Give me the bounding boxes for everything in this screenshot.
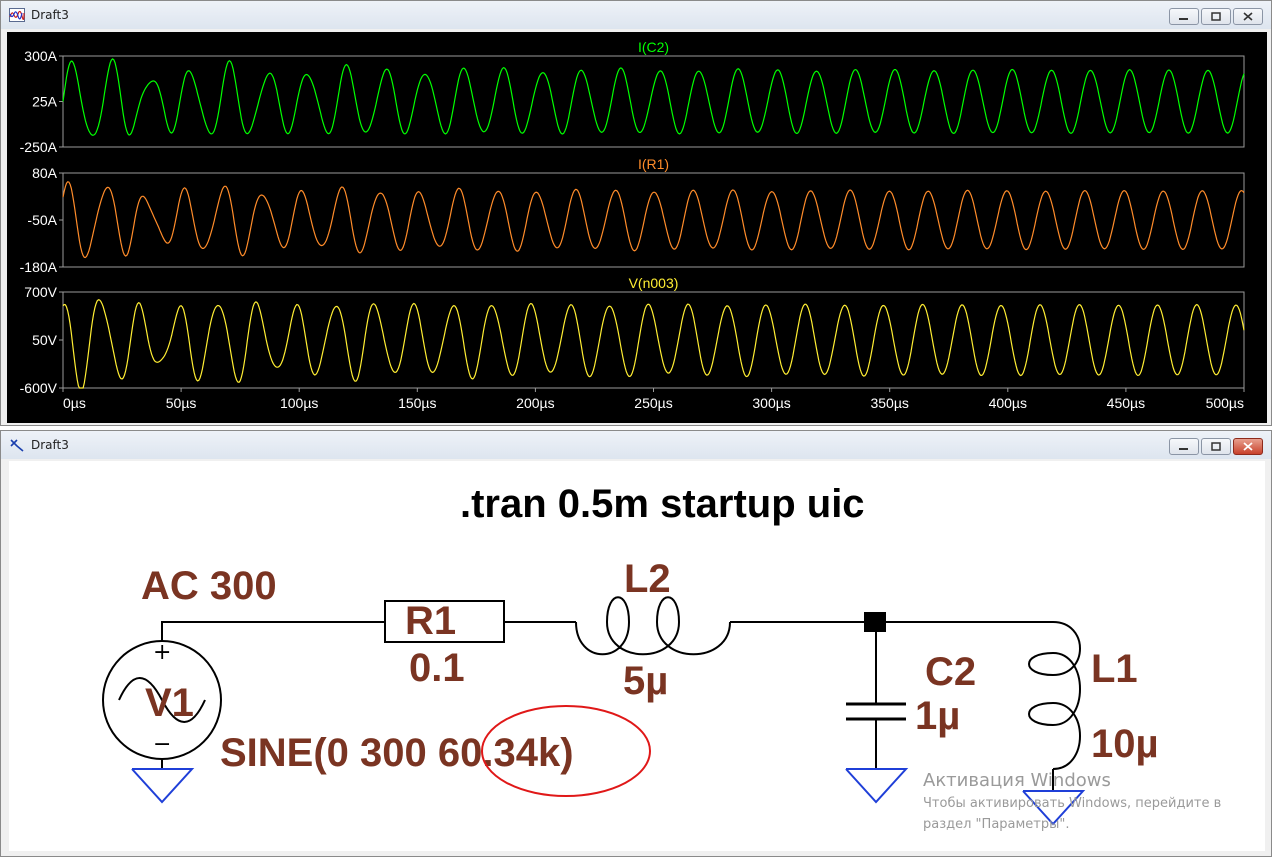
capacitor-c2[interactable] [846,702,906,721]
schematic-window: Draft3 [0,430,1272,857]
inductor-l2[interactable] [575,596,731,656]
x-tick-label: 50µs [166,395,197,411]
x-tick-label: 200µs [516,395,554,411]
minimize-icon [1179,448,1188,450]
r1-value-label[interactable]: 0.1 [409,646,465,690]
source-value-prefix: SINE(0 300 [220,731,438,775]
x-tick-label: 100µs [280,395,318,411]
waveform-titlebar[interactable]: Draft3 [1,1,1271,29]
voltage-source-v1[interactable]: + − [102,640,222,760]
c2-name-label[interactable]: C2 [925,650,976,694]
trace-label: I(C2) [638,39,669,55]
close-icon [1243,12,1253,21]
y-tick-label: 25A [32,94,58,110]
restore-button[interactable] [1201,438,1231,455]
y-tick-label: -180A [20,259,58,275]
x-tick-label: 500µs [1206,395,1244,411]
y-tick-label: -600V [20,380,58,396]
y-tick-label: 50V [32,332,58,348]
r1-name-label[interactable]: R1 [405,599,456,643]
x-tick-label: 250µs [634,395,672,411]
l2-value-label[interactable]: 5µ [623,659,668,703]
schematic-titlebar[interactable]: Draft3 [1,431,1271,459]
minimize-button[interactable] [1169,438,1199,455]
ground-symbol [131,768,195,804]
plot-pane-frame[interactable] [62,55,1245,148]
trace-line-I(C2)[interactable] [62,58,1245,136]
highlight-ellipse [481,705,651,797]
x-tick-label: 0µs [63,395,86,411]
inductor-l1[interactable] [1028,621,1081,770]
waveform-chart[interactable]: I(C2) 300A 25A -250A I(R1) 80A -50A -180A V(n003… [7,32,1267,423]
waveform-app-icon [9,8,25,22]
plot-pane-frame[interactable] [62,291,1245,389]
close-icon [1243,442,1253,451]
minimize-button[interactable] [1169,8,1199,25]
trace-line-V(n003)[interactable] [62,299,1245,389]
l1-value-label[interactable]: 10µ [1091,722,1159,766]
y-tick-label: -250A [20,139,58,155]
x-tick-label: 450µs [1107,395,1145,411]
trace-label: I(R1) [638,156,669,172]
minimize-icon [1179,18,1188,20]
source-name-label[interactable]: V1 [145,681,194,725]
activation-watermark-line: Чтобы активировать Windows, перейдите в [923,796,1222,811]
ground-symbol [1022,790,1086,826]
restore-button[interactable] [1201,8,1231,25]
l2-name-label[interactable]: L2 [624,557,671,601]
trace-label: V(n003) [629,275,679,291]
waveform-plot-area[interactable]: I(C2) 300A 25A -250A I(R1) 80A -50A -180A V(n003… [7,32,1267,423]
junction-node[interactable] [864,612,886,632]
source-value-suffix: ) [560,731,573,775]
l1-name-label[interactable]: L1 [1091,647,1138,691]
trace-line-I(R1)[interactable] [62,181,1245,259]
resistor-r1[interactable] [384,600,505,643]
source-minus-sign: − [153,732,171,757]
waveform-window-title: Draft3 [31,8,69,22]
activation-watermark-title: Активация Windows [923,770,1111,791]
schematic-drawing[interactable]: + − [9,461,1265,851]
source-value-label[interactable]: SINE(0 300 60.34k) [220,731,574,775]
restore-icon [1211,442,1221,451]
c2-value-label[interactable]: 1µ [915,694,960,738]
waveform-window: Draft3 I(C2) 300A 25A -250A I(R1) 80A -50A -180… [0,0,1272,426]
source-ac-label[interactable]: AC 300 [141,564,277,608]
schematic-canvas[interactable]: + − [9,461,1265,851]
source-frequency-value: 60.34k [438,731,561,775]
wire[interactable] [161,621,385,650]
schematic-app-icon [10,439,24,452]
y-tick-label: -50A [27,212,57,228]
x-tick-label: 300µs [752,395,790,411]
schematic-window-title: Draft3 [31,438,69,452]
y-tick-label: 300A [24,48,57,64]
source-plus-sign: + [153,640,171,665]
restore-icon [1211,12,1221,21]
ground-symbol [845,768,909,804]
simulation-directive[interactable]: .tran 0.5m startup uic [460,482,865,526]
y-tick-label: 700V [24,284,57,300]
x-tick-label: 150µs [398,395,436,411]
close-button[interactable] [1233,438,1263,455]
activation-watermark-line: раздел "Параметры". [923,817,1070,832]
x-tick-label: 400µs [989,395,1027,411]
y-tick-label: 80A [32,165,58,181]
close-button[interactable] [1233,8,1263,25]
x-tick-label: 350µs [870,395,908,411]
